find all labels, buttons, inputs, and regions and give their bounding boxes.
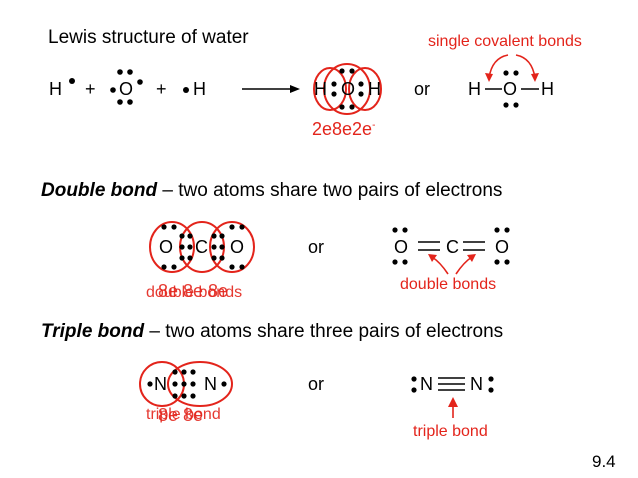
n2-electron-count: 8e 8e [158, 405, 204, 425]
co2-double-bonds-overlay-label: double bonds [146, 284, 243, 301]
co2-electron-count: 8e 8e 8e [158, 281, 229, 301]
struct-oxygen: O [503, 79, 518, 99]
or-label-n2: or [308, 374, 325, 394]
co2-right-oxygen: O [230, 237, 245, 257]
co2-carbon: C [195, 237, 208, 257]
product-oxygen: O [341, 79, 356, 99]
reaction-arrow [242, 85, 300, 93]
slide-title: Lewis structure of water [48, 27, 249, 48]
n2-overlap-dots [147, 369, 227, 399]
co2-overlap-dots [161, 224, 245, 270]
co2-left-oxygen: O [159, 237, 174, 257]
reactant-oxygen: O [119, 79, 134, 99]
plus-sign-2: + [156, 79, 167, 99]
product-hydrogen-2: H [368, 79, 381, 99]
double-bond-arrows [431, 256, 473, 275]
n2-triple-bond-overlay-label: triple bond [146, 406, 221, 423]
hydrogen-dot-2 [183, 87, 189, 93]
or-label-co2: or [308, 237, 325, 257]
triple-bond-heading: Triple bond – two atoms share three pair… [41, 321, 504, 342]
or-label-water: or [414, 79, 431, 99]
oxygen-lone-pairs [110, 69, 143, 105]
single-bond-arrows [488, 54, 536, 79]
double-bonds-label: double bonds [400, 276, 497, 293]
water-product-dots [331, 68, 364, 110]
double-bond-heading: Double bond – two atoms share two pairs … [41, 180, 503, 201]
triple-bond-label: triple bond [413, 423, 488, 440]
n2-left-nitrogen: N [154, 374, 167, 394]
reactant-hydrogen-1: H [49, 79, 62, 99]
co2-double-bonds [418, 241, 485, 251]
struct-hydrogen-2: H [541, 79, 554, 99]
page-number: 9.4 [592, 452, 616, 471]
n2-right-nitrogen: N [204, 374, 217, 394]
co2-struct-lone-pairs [392, 227, 510, 265]
reactant-hydrogen-2: H [193, 79, 206, 99]
n2-struct-nitrogen-2: N [470, 374, 483, 394]
plus-sign-1: + [85, 79, 96, 99]
water-electron-count: 2e8e2e- [312, 119, 376, 139]
single-covalent-bonds-label: single covalent bonds [428, 33, 582, 50]
co2-struct-carbon: C [446, 237, 459, 257]
n2-triple-bond [438, 377, 465, 391]
n2-struct-lone-pairs [411, 376, 494, 393]
water-overlap-rings [313, 63, 382, 115]
water-struct-lone-pairs [503, 70, 519, 108]
triple-bond-arrow [448, 397, 458, 418]
co2-struct-oxygen-2: O [495, 237, 510, 257]
n2-struct-nitrogen-1: N [420, 374, 433, 394]
product-hydrogen-1: H [314, 79, 327, 99]
hydrogen-dot-1 [69, 78, 75, 84]
struct-hydrogen-1: H [468, 79, 481, 99]
co2-struct-oxygen-1: O [394, 237, 409, 257]
